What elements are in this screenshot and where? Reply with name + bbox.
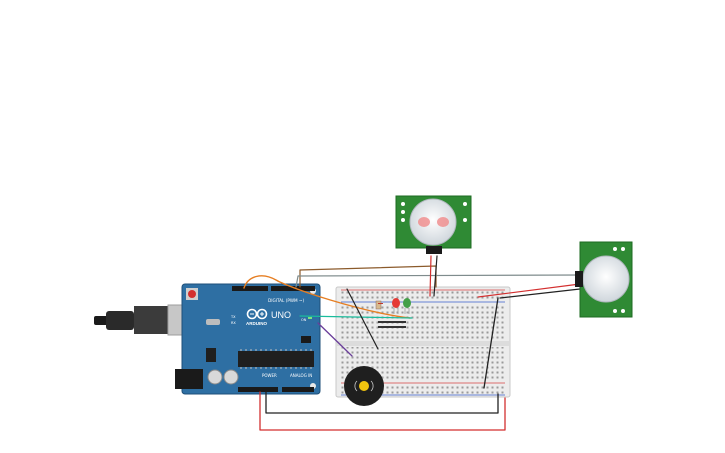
tx-label: TX <box>230 315 236 319</box>
breadboard-center-channel <box>337 341 509 346</box>
breadboard[interactable] <box>335 286 511 398</box>
wire-black-rail[interactable] <box>483 297 499 389</box>
on-led <box>308 317 312 319</box>
pir-sensor-top[interactable] <box>395 195 472 254</box>
pir-sensor-top-glow-left <box>418 217 430 227</box>
arduino-brand-label: ARDUINO <box>246 321 267 326</box>
wires <box>243 255 583 431</box>
voltage-regulator <box>206 348 216 362</box>
pir-sensor-right-header <box>575 271 583 287</box>
pir-sensor-right-dome <box>582 255 630 303</box>
wire-red-pir2[interactable] <box>477 283 581 298</box>
usb-plug-tip <box>94 316 108 325</box>
breadboard-upper-terminals <box>341 306 505 340</box>
on-label: ON <box>301 318 307 322</box>
capacitor-2 <box>223 369 239 385</box>
wire-black-gnd[interactable] <box>265 391 499 414</box>
rx-label: RX <box>231 321 236 325</box>
green-led[interactable] <box>403 298 411 308</box>
arduino-uno-board[interactable]: DIGITAL (PWM ~) UNO ARDUINO TX RX ON <box>94 283 321 395</box>
capacitor-1 <box>207 369 223 385</box>
breadboard-top-rails <box>341 291 505 301</box>
pir-sensor-top-glow-right <box>437 217 449 227</box>
wire-black-pir1[interactable] <box>433 255 438 297</box>
crystal-oscillator <box>206 319 220 325</box>
chip-pins <box>240 349 312 369</box>
pir-sensor-top-header <box>426 246 442 254</box>
power-header-label: POWER <box>262 373 277 378</box>
resistor-1 <box>375 300 382 310</box>
digital-header-right <box>271 286 315 291</box>
red-led[interactable] <box>392 298 400 308</box>
usb-cable-plug <box>106 311 134 330</box>
wire-orange[interactable] <box>243 275 411 319</box>
analog-header-label: ANALOG IN <box>290 373 312 378</box>
wire-black-pir2[interactable] <box>499 288 581 299</box>
power-header <box>238 387 278 392</box>
usb-plug-body <box>134 306 170 334</box>
resistor-2 <box>378 321 406 323</box>
wire-red-pir1[interactable] <box>429 255 432 297</box>
wire-black-ledgnd[interactable] <box>346 288 379 350</box>
power-jack <box>175 369 203 389</box>
resistor-3 <box>378 326 406 328</box>
icsp-header <box>301 336 311 343</box>
analog-header <box>282 387 314 392</box>
pir-sensor-right[interactable] <box>575 241 633 318</box>
wire-cyan[interactable] <box>299 315 413 319</box>
piezo-buzzer[interactable] <box>344 366 384 406</box>
pir-sensor-top-dome <box>409 198 457 246</box>
wire-purple[interactable] <box>317 322 353 357</box>
wire-gray[interactable] <box>295 274 583 288</box>
digital-header-label: DIGITAL (PWM ~) <box>268 298 304 303</box>
atmega-chip <box>238 351 314 367</box>
reset-button[interactable] <box>188 290 196 298</box>
wire-red-5v[interactable] <box>259 391 506 431</box>
breadboard-bottom-rails <box>341 384 505 394</box>
arduino-logo <box>246 308 268 320</box>
digital-header-left <box>232 286 268 291</box>
buzzer-center <box>359 381 369 391</box>
arduino-model-label: UNO <box>271 310 291 320</box>
led-group <box>375 298 411 328</box>
